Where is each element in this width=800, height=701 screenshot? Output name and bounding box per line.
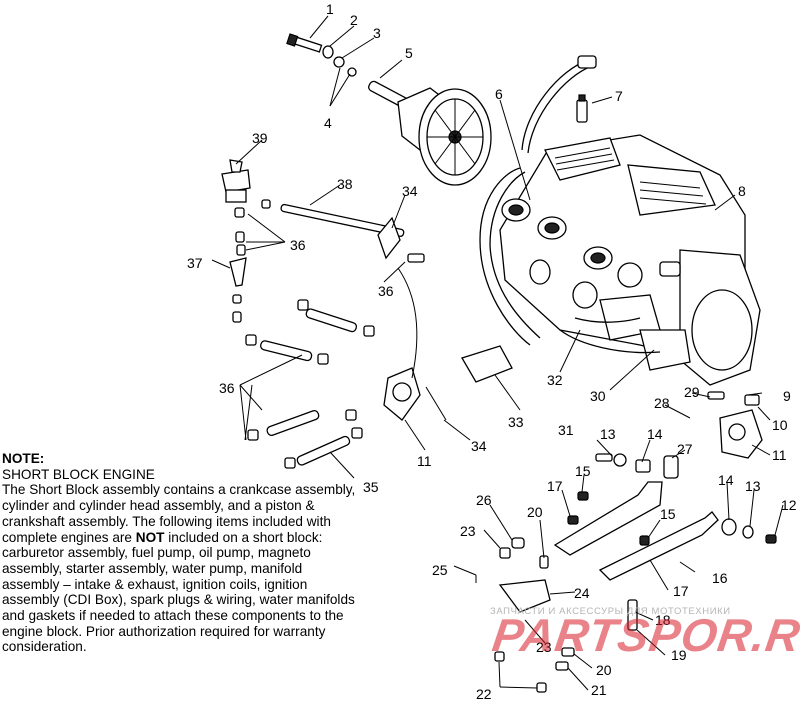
callout-5: 5 — [405, 45, 413, 61]
callout-6: 6 — [495, 86, 503, 102]
callout-37: 37 — [187, 255, 203, 271]
oil-pump — [383, 367, 421, 421]
callout-29: 29 — [684, 384, 700, 400]
callout-23-left: 23 — [460, 523, 476, 539]
note-body: The Short Block assembly contains a cran… — [2, 482, 358, 655]
callout-labels: 1 2 3 4 5 6 7 8 9 10 11 11 12 13 13 14 1… — [187, 1, 797, 701]
callout-8: 8 — [738, 183, 746, 199]
spark-plug — [576, 94, 588, 123]
short-block-note: NOTE: SHORT BLOCK ENGINE The Short Block… — [2, 451, 358, 655]
callout-13-left: 13 — [600, 426, 616, 442]
callout-10: 10 — [772, 417, 788, 433]
note-subtitle: SHORT BLOCK ENGINE — [2, 466, 155, 482]
lock-washer — [322, 45, 334, 59]
note-title: NOTE: — [2, 451, 45, 466]
callout-28: 28 — [654, 395, 670, 411]
callout-3: 3 — [373, 25, 381, 41]
callout-21: 21 — [591, 682, 607, 698]
engine-block — [499, 134, 761, 386]
cdi-box — [461, 345, 513, 383]
mount-plate — [719, 409, 763, 459]
callout-34-bottom: 34 — [471, 438, 487, 454]
callout-18: 18 — [655, 612, 671, 628]
callout-27: 27 — [677, 441, 693, 457]
callout-11-oil-pump: 11 — [417, 453, 432, 469]
note-body-part1: The Short Block assembly contains a cran… — [2, 482, 356, 545]
callout-1: 1 — [326, 1, 334, 17]
callout-33: 33 — [508, 414, 524, 430]
watermark-tagline: ЗАПЧАСТИ И АКСЕССУРЫ ДЛЯ МОТОТЕХНИКИ — [490, 606, 731, 617]
callout-20-top: 20 — [527, 504, 543, 520]
callout-15-mid: 15 — [660, 506, 676, 522]
note-body-part2: included on a short block: carburetor as… — [2, 529, 355, 655]
note-body-emphasis: NOT — [135, 529, 165, 545]
drive-pulley — [397, 87, 492, 186]
callout-16: 16 — [712, 570, 728, 586]
callout-34-top: 34 — [402, 183, 418, 199]
callout-19: 19 — [671, 647, 687, 663]
watermark-brand: PARTSPOR.RU — [489, 609, 800, 661]
callout-4: 4 — [324, 115, 332, 131]
callout-36-left: 36 — [219, 380, 235, 396]
callout-2: 2 — [350, 12, 358, 28]
callout-35: 35 — [363, 479, 379, 495]
callout-23-bottom: 23 — [536, 639, 552, 655]
callout-31: 31 — [558, 422, 574, 438]
callout-22: 22 — [476, 686, 492, 701]
washer — [333, 56, 345, 68]
oil-lines — [245, 299, 375, 469]
pulley-bolt — [286, 33, 323, 53]
callout-17-bottom: 17 — [673, 583, 689, 599]
callout-12: 12 — [781, 497, 797, 513]
callout-24: 24 — [574, 585, 590, 601]
callout-14-right: 14 — [718, 472, 734, 488]
callout-9: 9 — [783, 388, 791, 404]
spark-plug-cap — [577, 55, 597, 69]
callout-13-right: 13 — [745, 478, 761, 494]
callout-38: 38 — [337, 176, 353, 192]
callout-17-top: 17 — [547, 478, 563, 494]
oil-pump-shaft — [280, 203, 425, 263]
callout-15-top: 15 — [575, 463, 591, 479]
oil-line-fittings — [229, 199, 271, 323]
callout-26: 26 — [476, 492, 492, 508]
callout-36-top: 36 — [290, 237, 306, 253]
callout-30: 30 — [590, 388, 606, 404]
callout-20-bottom: 20 — [596, 662, 612, 678]
ignition-bolt — [425, 386, 447, 421]
fuel-pump — [221, 159, 251, 203]
engine-bracket-front — [553, 481, 719, 581]
callout-11-engine: 11 — [772, 447, 787, 463]
callout-39: 39 — [252, 130, 268, 146]
callout-14-left: 14 — [647, 426, 663, 442]
callout-36-mid: 36 — [378, 283, 394, 299]
callout-32: 32 — [547, 372, 563, 388]
callout-7: 7 — [615, 88, 623, 104]
callout-25: 25 — [432, 562, 448, 578]
leader-lines — [211, 15, 784, 691]
